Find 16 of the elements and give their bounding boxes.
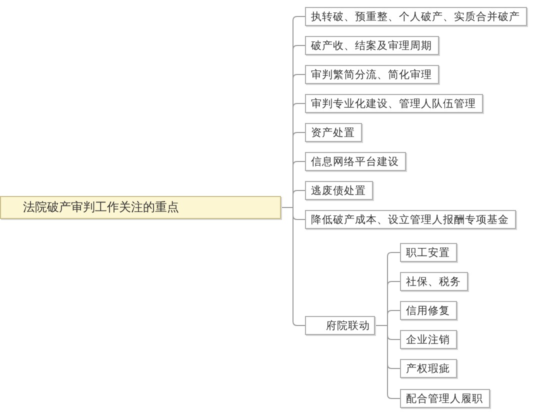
topic-box: 执转破、预重整、个人破产、实质合并破产 [305, 7, 527, 26]
topic-box: 信息网络平台建设 [305, 152, 406, 171]
topic-box: 降低破产成本、设立管理人报酬专项基金 [305, 210, 516, 229]
topic-box: 审判繁简分流、简化审理 [305, 65, 439, 84]
topic-box: 府院联动 [305, 316, 375, 335]
central-topic-box: 法院破产审判工作关注的重点 [0, 196, 281, 219]
topic-box: 产权瑕疵 [400, 359, 457, 378]
topic-box: 破产收、结案及审理周期 [305, 36, 439, 55]
topic-box: 配合管理人履职 [400, 389, 490, 408]
topic-box: 职工安置 [400, 243, 457, 262]
topic-box: 信用修复 [400, 301, 457, 320]
topic-box: 资产处置 [305, 123, 362, 142]
topic-box: 逃废债处置 [305, 181, 373, 200]
topic-box: 企业注销 [400, 330, 457, 349]
topic-box: 社保、税务 [400, 272, 468, 291]
topic-box: 审判专业化建设、管理人队伍管理 [305, 94, 483, 113]
